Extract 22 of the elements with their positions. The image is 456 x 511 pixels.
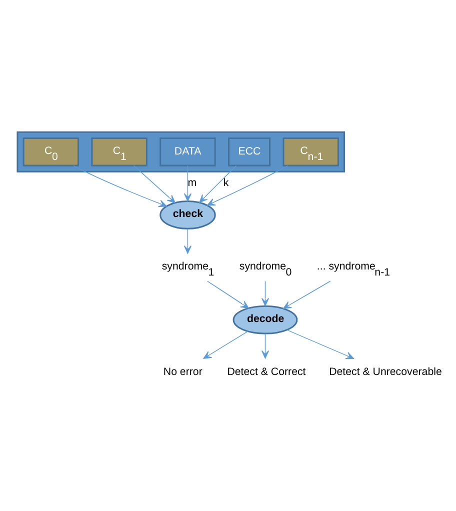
edge-label: k [223,176,229,189]
edge-label: m [188,176,197,189]
node-text: Detect & Unrecoverable [329,366,442,378]
node-ellipse: check [160,200,216,229]
arrow [184,164,192,202]
arrow [133,164,176,203]
node-box: ECC [228,136,271,166]
arrow [261,332,270,358]
cluster [16,130,346,172]
arrow [282,280,331,308]
node-ellipse: decode [232,304,298,334]
arrow [73,164,167,207]
arrow [203,330,248,358]
node-text: No error [163,366,202,378]
node-text: Detect & Correct [227,366,306,378]
arrow [184,228,192,254]
arrow [261,280,270,306]
arrow [286,329,354,359]
arrow [199,164,237,202]
arrow [206,164,288,206]
arrow [207,280,250,308]
node-box: DATA [160,136,216,166]
